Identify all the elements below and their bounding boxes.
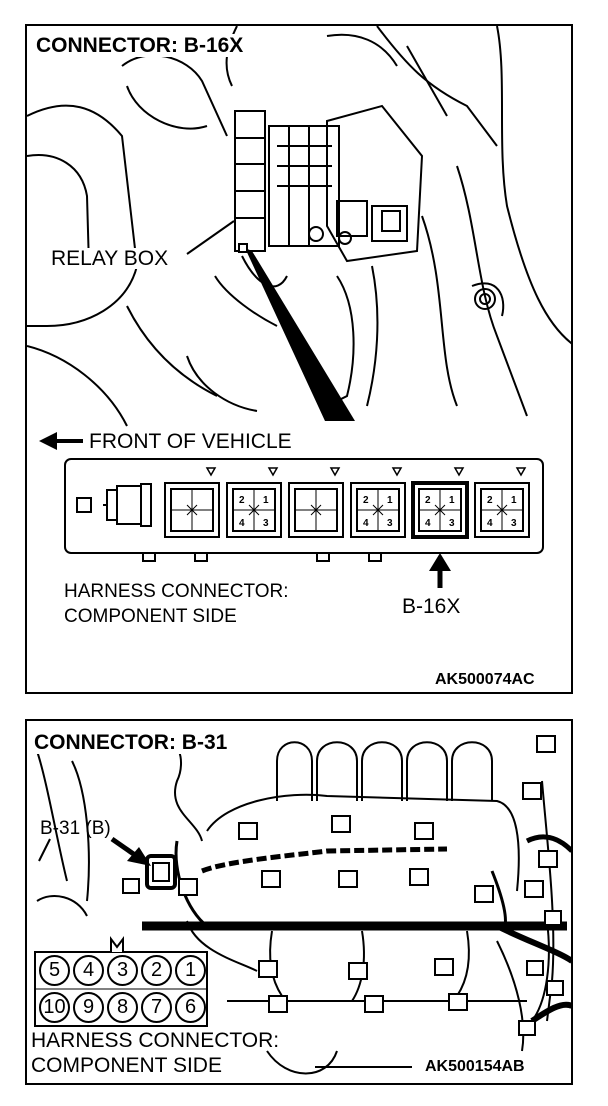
page-title: CONNECTOR: B-16X: [33, 34, 247, 57]
pin-cell: 10: [39, 992, 70, 1023]
b31-pointer-label: B-31 (B): [40, 818, 111, 839]
pin-cell: 3: [107, 955, 138, 986]
pin-number-label: 2: [363, 495, 369, 506]
pin-number-label: 3: [511, 518, 517, 529]
relay-slot: 2 1 4 3: [350, 482, 406, 538]
pin-number-label: 1: [449, 495, 455, 506]
relay-box-label: RELAY BOX: [49, 247, 171, 270]
harness-connector-label: HARNESS CONNECTOR:: [31, 1029, 280, 1052]
pin-cell: 7: [141, 992, 172, 1023]
page-title: CONNECTOR: B-31: [31, 731, 231, 754]
pin-cell: 1: [175, 955, 206, 986]
pin-number-label: 3: [263, 518, 269, 529]
pin-number-label: 2: [425, 495, 431, 506]
pin-number-label: 3: [449, 518, 455, 529]
pin-cell: 8: [107, 992, 138, 1023]
pin-number-label: 3: [387, 518, 393, 529]
pin-cell: 2: [141, 955, 172, 986]
relay-slot: 2 1 4 3: [226, 482, 282, 538]
relay-slot: [288, 482, 344, 538]
pin-number-label: 1: [511, 495, 517, 506]
pin-cell: 4: [73, 955, 104, 986]
relay-slot: [164, 482, 220, 538]
relay-box-illustration: 2 1 4 3 2 1 4 3 2 1 4 3 2 1 4 3: [27, 26, 571, 588]
pin-number-label: 2: [487, 495, 493, 506]
front-of-vehicle-label: FRONT OF VEHICLE: [89, 430, 292, 453]
pin-number-label: 1: [387, 495, 393, 506]
reference-code: AK500154AB: [425, 1058, 525, 1075]
pin-cell: 6: [175, 992, 206, 1023]
relay-slot: 2 1 4 3: [411, 481, 469, 539]
harness-connector-label: HARNESS CONNECTOR:: [64, 581, 289, 602]
pin-number-label: 2: [239, 495, 245, 506]
component-side-label: COMPONENT SIDE: [31, 1054, 222, 1077]
pin-number-label: 1: [263, 495, 269, 506]
pin-number-label: 4: [363, 518, 369, 529]
connector-b16x-panel: 2 1 4 3 2 1 4 3 2 1 4 3 2 1 4 3 CONNECTOR: B-16X RELAY …: [25, 24, 573, 694]
connector-b16x-label: B-16X: [402, 595, 461, 618]
pin-number-label: 4: [239, 518, 245, 529]
pin-number-label: 4: [425, 518, 431, 529]
pin-cell: 9: [73, 992, 104, 1023]
relay-slot: 2 1 4 3: [474, 482, 530, 538]
component-side-label: COMPONENT SIDE: [64, 606, 237, 627]
reference-code: AK500074AC: [435, 671, 535, 688]
pin-number-label: 4: [487, 518, 493, 529]
pin-cell: 5: [39, 955, 70, 986]
